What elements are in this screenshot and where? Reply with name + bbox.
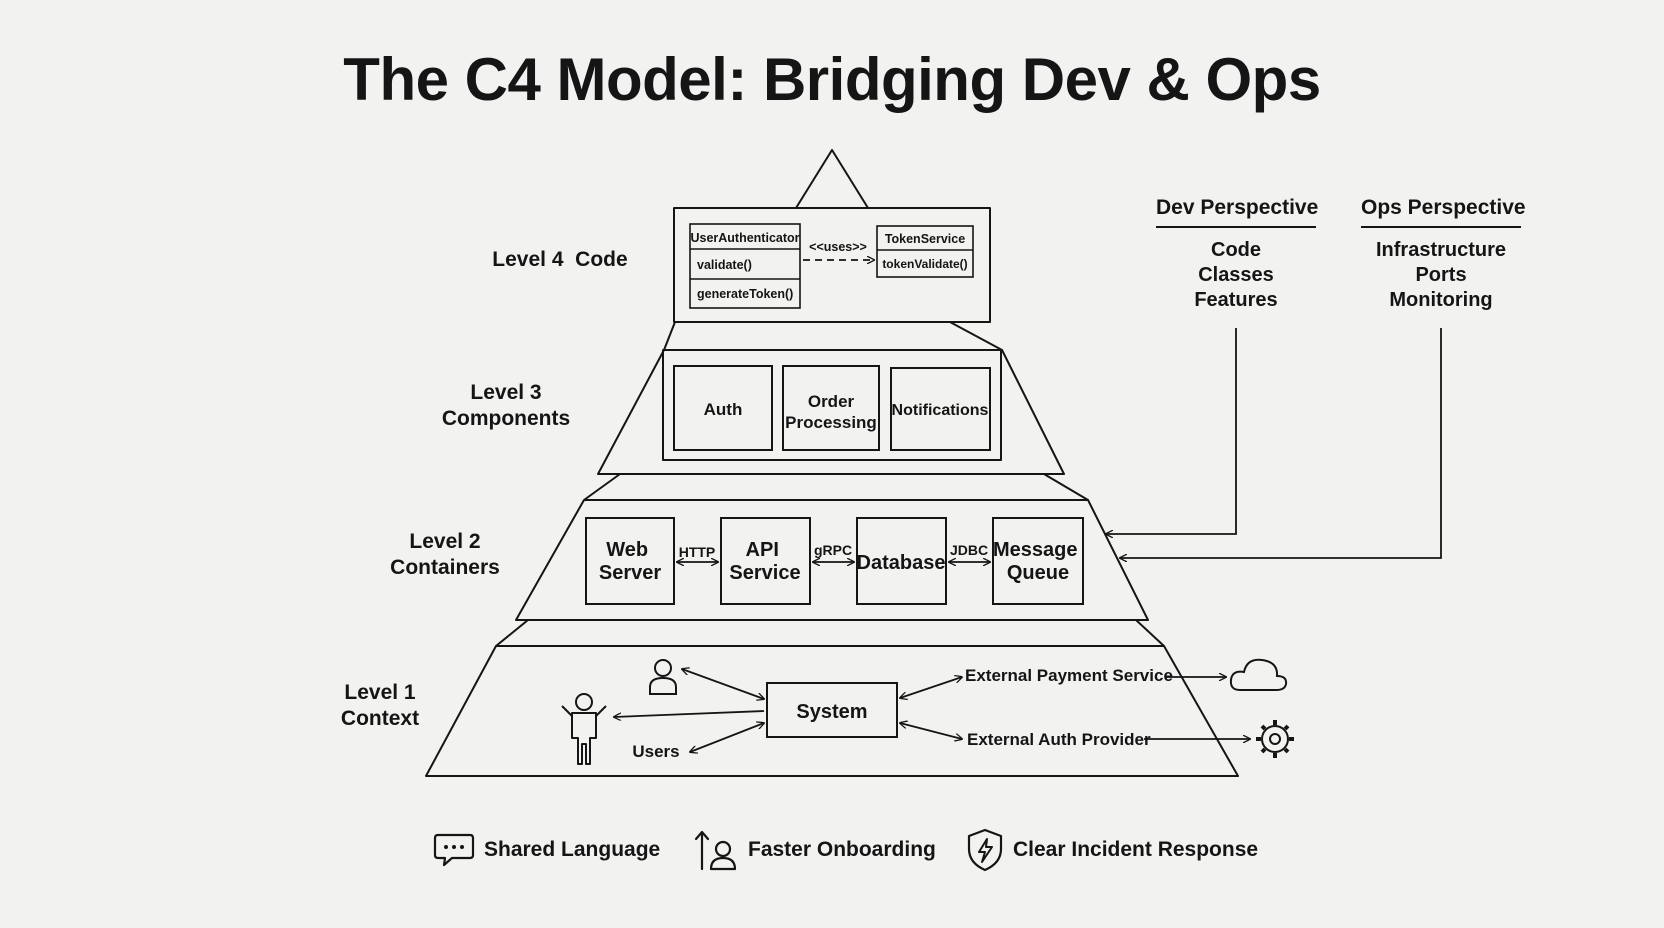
grpc-link-label: gRPC — [814, 542, 852, 558]
container-database-label: Database — [857, 552, 946, 574]
dev-perspective-items: Code Classes Features — [1194, 239, 1278, 311]
dev-perspective-connector — [1106, 328, 1237, 534]
container-web-server-box — [585, 517, 675, 605]
class-b-method: tokenValidate() — [882, 257, 967, 271]
container-message-queue-label: Message Queue — [993, 539, 1083, 584]
components-inner-frame — [662, 349, 1002, 461]
ops-perspective-title: Ops Perspective — [1361, 196, 1526, 228]
jdbc-link-label: JDBC — [950, 542, 988, 558]
container-message-queue-box — [992, 517, 1084, 605]
benefit-clear-incident-response: Clear Incident Response — [965, 827, 1258, 873]
shield-bolt-icon — [967, 828, 1003, 872]
level-3-label: Level 3 Components — [441, 381, 571, 430]
class-user-authenticator — [689, 223, 801, 309]
class-a-name: UserAuthenticator — [690, 231, 799, 245]
component-auth-label: Auth — [704, 400, 743, 419]
pyramid-apex — [795, 149, 869, 209]
external-payment-label: External Payment Service — [965, 666, 1173, 685]
user-to-system-arrow — [682, 669, 764, 699]
class-a-method-validate: validate() — [697, 258, 752, 272]
system-box — [766, 682, 898, 738]
container-database-box — [856, 517, 947, 605]
ops-perspective-connector — [1120, 328, 1442, 558]
dev-perspective: Dev Perspective Code Classes Features — [1156, 196, 1318, 313]
level-1-label: Level 1 Context — [340, 681, 420, 730]
http-link-label: HTTP — [679, 544, 716, 560]
ops-perspective-items: Infrastructure Ports Monitoring — [1375, 239, 1507, 311]
container-web-server-label: Web Server — [599, 539, 661, 584]
ops-perspective: Ops Perspective Infrastructure Ports Mon… — [1361, 196, 1526, 313]
benefit-clear-incident-label: Clear Incident Response — [1013, 838, 1259, 861]
uses-relation-label: <<uses>> — [809, 240, 867, 254]
chat-bubble-icon — [433, 833, 475, 867]
cloud-icon — [1229, 658, 1288, 691]
gear-icon — [1256, 720, 1294, 758]
user-person-icon — [649, 659, 677, 695]
containers-level-band — [515, 473, 1149, 621]
component-auth-box — [673, 365, 773, 451]
class-token-service — [876, 225, 974, 278]
level-4-label: Level 4 Code — [492, 248, 628, 271]
level-2-label: Level 2 Containers — [390, 530, 500, 579]
benefit-shared-language: Shared Language — [432, 831, 660, 869]
system-to-payment-arrow — [900, 677, 962, 698]
user-waving-person-icon — [561, 693, 607, 765]
users-label: Users — [632, 742, 679, 761]
external-auth-label: External Auth Provider — [967, 730, 1151, 749]
component-notifications-label: Notifications — [892, 402, 989, 419]
person-up-arrow-icon — [694, 830, 737, 871]
benefit-faster-onboarding: Faster Onboarding — [694, 827, 936, 873]
system-label: System — [796, 701, 867, 723]
system-to-auth-provider-arrow — [900, 723, 962, 739]
dev-perspective-title: Dev Perspective — [1156, 196, 1318, 228]
container-api-service-label: API Service — [729, 539, 800, 584]
class-a-method-generate-token: generateToken() — [697, 287, 793, 301]
users-to-system-arrow — [690, 723, 764, 752]
benefit-faster-onboarding-label: Faster Onboarding — [748, 838, 936, 861]
context-level-band — [425, 619, 1239, 777]
class-b-name: TokenService — [885, 232, 965, 246]
component-notifications-box — [890, 367, 991, 451]
component-order-processing-box — [782, 365, 880, 451]
system-to-waving-user-arrow — [614, 710, 765, 717]
page-title: The C4 Model: Bridging Dev & Ops — [343, 46, 1321, 113]
container-api-service-box — [720, 517, 811, 605]
benefit-shared-language-label: Shared Language — [484, 838, 661, 861]
